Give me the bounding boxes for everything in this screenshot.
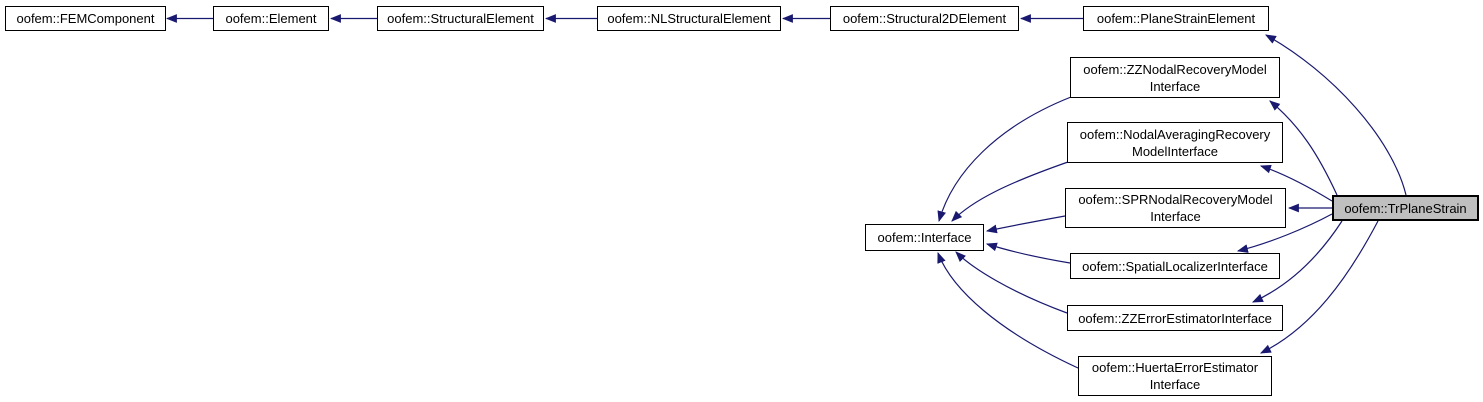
- edge-trplanestrain-to-zzerror: [1251, 220, 1343, 303]
- node-spatial-localizer-interface[interactable]: oofem::SpatialLocalizerInterface: [1070, 253, 1280, 279]
- edge-sprnodal-to-interface: [985, 215, 1066, 234]
- node-femcomponent[interactable]: oofem::FEMComponent: [5, 6, 166, 31]
- node-nodal-averaging-recovery-model-interface[interactable]: oofem::NodalAveragingRecovery ModelInter…: [1067, 122, 1283, 163]
- edge-huerta-to-interface: [937, 251, 1079, 369]
- edge-nodalaveraging-to-interface: [951, 161, 1069, 222]
- edge-trplanestrain-to-huerta: [1260, 220, 1379, 354]
- node-nl-structural-element[interactable]: oofem::NLStructuralElement: [597, 6, 781, 31]
- node-structural2d-element[interactable]: oofem::Structural2DElement: [830, 6, 1019, 31]
- node-zz-nodal-recovery-model-interface[interactable]: oofem::ZZNodalRecoveryModel Interface: [1070, 57, 1280, 98]
- node-interface[interactable]: oofem::Interface: [865, 224, 984, 251]
- edge-trplanestrain-to-spatiallocalizer: [1236, 213, 1333, 253]
- edge-spatiallocalizer-to-interface: [985, 242, 1071, 264]
- edge-zzerror-to-interface: [955, 251, 1068, 314]
- node-tr-plane-strain: oofem::TrPlaneStrain: [1332, 195, 1479, 221]
- edge-trplanestrain-to-nodalaveraging: [1259, 164, 1333, 202]
- node-structural-element[interactable]: oofem::StructuralElement: [377, 6, 544, 31]
- edge-trplanestrain-to-zznodal: [1269, 100, 1338, 196]
- node-zz-error-estimator-interface[interactable]: oofem::ZZErrorEstimatorInterface: [1067, 305, 1283, 331]
- node-element[interactable]: oofem::Element: [213, 6, 329, 31]
- edge-zznodal-to-interface: [937, 96, 1072, 223]
- node-spr-nodal-recovery-model-interface[interactable]: oofem::SPRNodalRecoveryModel Interface: [1065, 188, 1286, 228]
- edge-trplanestrain-to-planestrain: [1265, 34, 1407, 196]
- node-huerta-error-estimator-interface[interactable]: oofem::HuertaErrorEstimator Interface: [1078, 356, 1272, 396]
- node-plane-strain-element[interactable]: oofem::PlaneStrainElement: [1083, 6, 1269, 31]
